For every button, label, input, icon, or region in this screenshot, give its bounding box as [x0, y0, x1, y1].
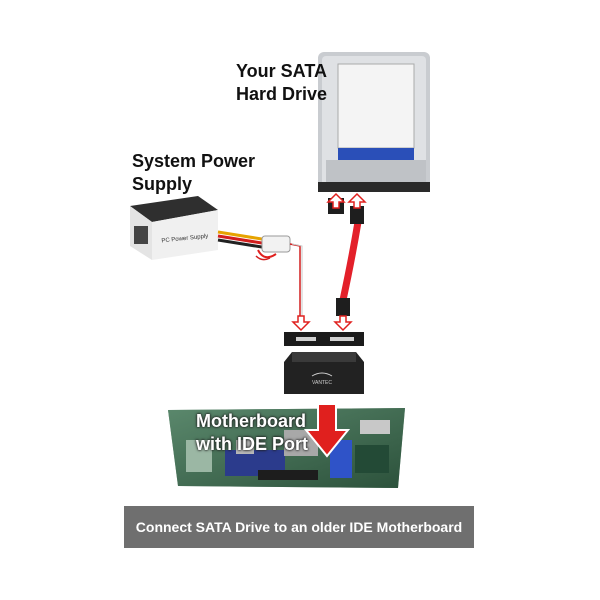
motherboard-label: Motherboard with IDE Port	[196, 411, 308, 454]
caption-bar: Connect SATA Drive to an older IDE Mothe…	[124, 506, 474, 548]
psu-box-text: PC Power Supply	[161, 234, 208, 245]
drive-label-stripe	[338, 148, 414, 160]
power-cable	[217, 230, 303, 320]
adapter-logo-icon	[311, 372, 333, 377]
sata-plug-top	[350, 206, 364, 224]
sata-data-cable	[339, 218, 362, 304]
arrow-down-data-adapter	[333, 315, 353, 332]
caption-text: Connect SATA Drive to an older IDE Mothe…	[135, 519, 463, 535]
sata-plug-bottom	[336, 298, 350, 316]
arrow-down-power-adapter	[291, 315, 311, 332]
big-red-arrow-icon	[303, 403, 351, 458]
power-supply-image: PC Power Supply	[130, 196, 218, 260]
hard-drive-label: Your SATA Hard Drive	[236, 61, 328, 104]
power-supply-label: System Power Supply	[132, 151, 256, 194]
ide-adapter-image: VANTEC	[284, 332, 364, 394]
arrow-curved-cable	[257, 249, 277, 259]
hard-drive-image	[318, 52, 430, 192]
arrow-up-power	[326, 192, 346, 209]
adapter-brand-text: VANTEC	[312, 380, 332, 386]
motherboard-image	[168, 408, 405, 488]
arrow-up-data	[347, 192, 367, 209]
drive-connector-edge	[318, 182, 430, 192]
ide-port	[330, 440, 352, 478]
